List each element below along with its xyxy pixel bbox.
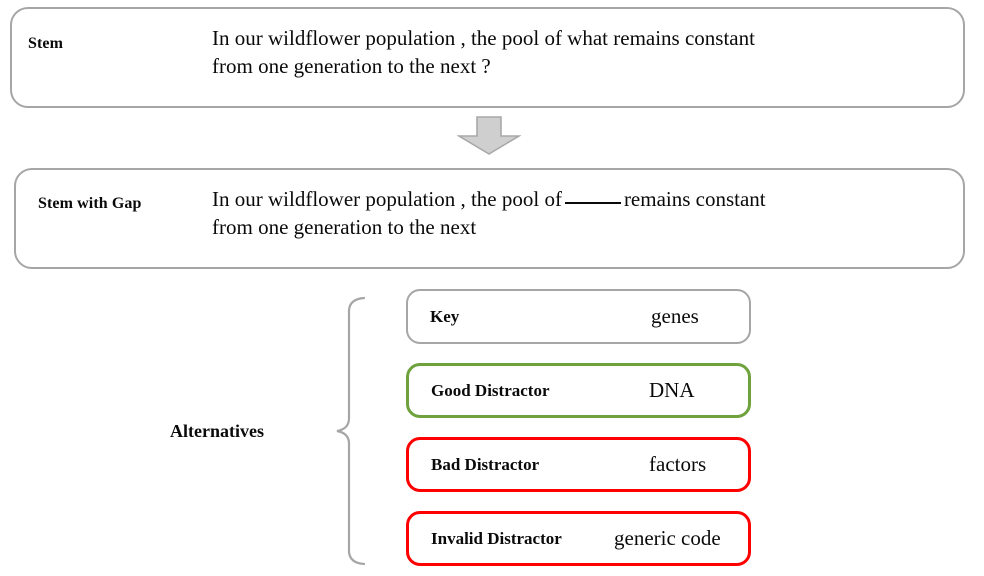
stem-gap-text-after: remains constant (623, 187, 766, 211)
alternative-row-invalid-distractor[interactable]: Invalid Distractor generic code (406, 511, 751, 566)
stem-text: In our wildflower population , the pool … (212, 24, 942, 81)
stem-text-line1: In our wildflower population , the pool … (212, 26, 755, 50)
stem-gap-text-before: In our wildflower population , the pool … (212, 187, 562, 211)
alternative-value-good-distractor: DNA (649, 378, 695, 402)
alternative-value-invalid-distractor: generic code (614, 526, 721, 550)
stem-with-gap-text: In our wildflower population , the pool … (212, 185, 952, 242)
curly-brace-left-icon (336, 296, 366, 566)
alternative-label-good-distractor: Good Distractor (431, 380, 550, 400)
stem-gap-text-line2: from one generation to the next (212, 215, 477, 240)
answer-gap-blank (564, 202, 621, 204)
alternative-row-bad-distractor[interactable]: Bad Distractor factors (406, 437, 751, 492)
alternative-label-bad-distractor: Bad Distractor (431, 454, 540, 474)
alternative-row-key[interactable]: Key genes (406, 289, 751, 344)
arrow-down-icon (457, 116, 521, 155)
stem-with-gap-card (14, 168, 965, 269)
stem-with-gap-label: Stem with Gap (38, 195, 142, 212)
alternative-value-key: genes (651, 304, 699, 328)
alternative-label-invalid-distractor: Invalid Distractor (431, 528, 562, 548)
stem-card (10, 7, 965, 108)
alternative-value-bad-distractor: factors (649, 452, 707, 476)
alternative-label-key: Key (430, 306, 460, 326)
stem-label: Stem (28, 35, 64, 52)
stem-text-line2: from one generation to the next ? (212, 54, 491, 79)
alternatives-group-label: Alternatives (170, 421, 264, 441)
alternative-row-good-distractor[interactable]: Good Distractor DNA (406, 363, 751, 418)
